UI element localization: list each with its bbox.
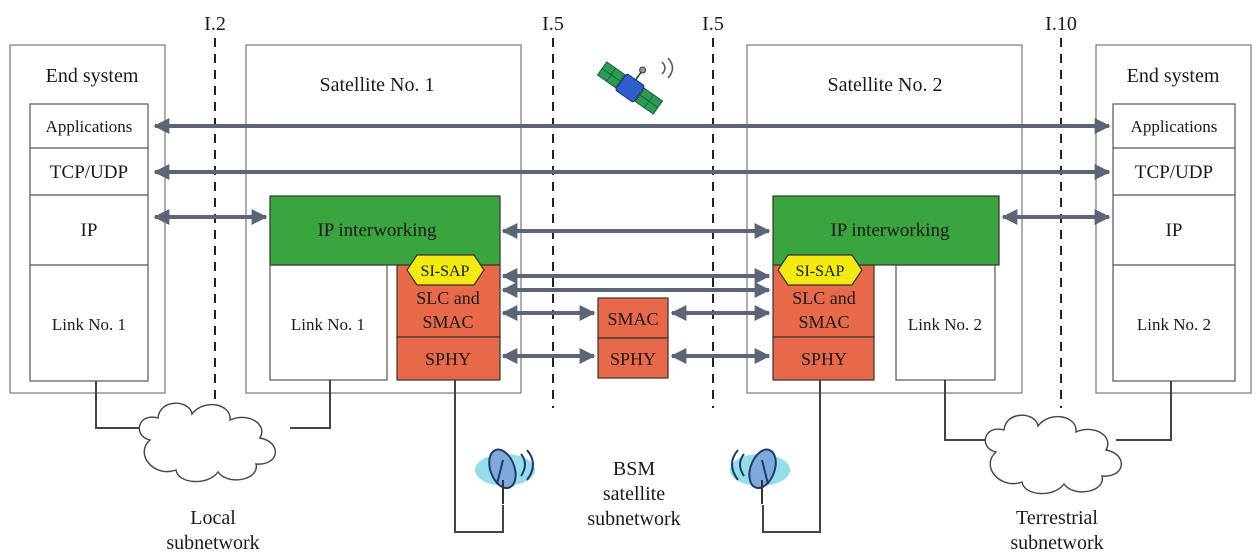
end-system-right-stack: Applications TCP/UDP IP Link No. 2	[1112, 103, 1236, 382]
layer-link-left: Link No. 1	[52, 315, 126, 334]
ip-interworking-label-sat1: IP interworking	[317, 220, 437, 241]
layer-tcp-udp-right: TCP/UDP	[1135, 162, 1213, 183]
bsm-subnet-line1: BSM	[613, 458, 655, 480]
si-sap-sat2	[777, 254, 863, 286]
dish-antenna-icon	[475, 448, 535, 504]
sphy-sat2	[772, 336, 875, 381]
link-label-sat2: Link No. 2	[908, 315, 982, 334]
layer-applications-right: Applications	[1131, 117, 1218, 136]
ip-interworking-sat1	[269, 195, 501, 266]
satellite-2-title: Satellite No. 2	[828, 74, 943, 96]
link-box-sat2	[895, 264, 996, 381]
dish-antenna-icon	[730, 448, 790, 504]
layer-tcp-udp-left: TCP/UDP	[50, 162, 128, 183]
relay-stack: SMAC SPHY	[597, 297, 669, 379]
sphy-relay	[597, 337, 669, 379]
ip-interworking-sat2	[772, 195, 1000, 266]
satellite-1-stack: Link No. 1 IP interworking SI-SAP SLC an…	[269, 195, 501, 381]
si-sap-label-sat2: SI-SAP	[796, 263, 845, 280]
link-label-sat1: Link No. 1	[291, 315, 365, 334]
satellite-signal-icon	[661, 57, 674, 79]
smac-label-sat2: SMAC	[798, 312, 849, 332]
smac-label-sat1: SMAC	[422, 312, 473, 332]
cloud-icon	[138, 402, 276, 483]
smac-relay	[597, 297, 669, 339]
smac-label-relay: SMAC	[607, 309, 658, 329]
satellite-1-title: Satellite No. 1	[320, 74, 435, 96]
local-subnet-line1: Local	[190, 507, 236, 529]
slc-label-sat1: SLC and	[416, 288, 480, 308]
sphy-label-sat1: SPHY	[425, 349, 471, 369]
end-system-right-title: End system	[1127, 65, 1220, 87]
interface-labels: I.2 I.5 I.5 I.10	[204, 13, 1077, 35]
local-subnet-line2: subnetwork	[166, 532, 259, 554]
end-system-left-stack: Applications TCP/UDP IP Link No. 1	[29, 103, 149, 382]
bsm-subnet-line3: subnetwork	[587, 508, 680, 530]
interface-label-i5-left: I.5	[542, 13, 564, 35]
si-sap-sat1	[406, 254, 485, 286]
layer-ip-left: IP	[81, 220, 98, 241]
subnetwork-labels: Local subnetwork BSM satellite subnetwor…	[166, 458, 1103, 554]
end-system-left-title: End system	[46, 65, 139, 87]
layer-ip-right: IP	[1166, 220, 1183, 241]
layer-link-right: Link No. 2	[1137, 315, 1211, 334]
interface-label-i2: I.2	[204, 13, 226, 35]
link-box-sat1	[269, 264, 388, 381]
peer-arrows	[153, 118, 1111, 364]
terrestrial-subnet-line2: subnetwork	[1010, 532, 1103, 554]
sphy-label-relay: SPHY	[610, 349, 656, 369]
layer-applications-left: Applications	[46, 117, 133, 136]
sphy-sat1	[396, 336, 501, 381]
interface-label-i10: I.10	[1045, 13, 1077, 35]
interface-label-i5-right: I.5	[702, 13, 724, 35]
cloud-icon	[984, 414, 1122, 495]
satellite-icon	[596, 61, 664, 115]
satellite-2-stack: Link No. 2 IP interworking SI-SAP SLC an…	[772, 195, 1000, 381]
subnetwork-links	[95, 380, 1172, 533]
bsm-subnet-line2: satellite	[603, 483, 665, 505]
si-sap-label-sat1: SI-SAP	[421, 263, 470, 280]
sphy-label-sat2: SPHY	[801, 349, 847, 369]
ip-interworking-label-sat2: IP interworking	[830, 220, 950, 241]
slc-label-sat2: SLC and	[792, 288, 856, 308]
terrestrial-subnet-line1: Terrestrial	[1016, 507, 1098, 529]
